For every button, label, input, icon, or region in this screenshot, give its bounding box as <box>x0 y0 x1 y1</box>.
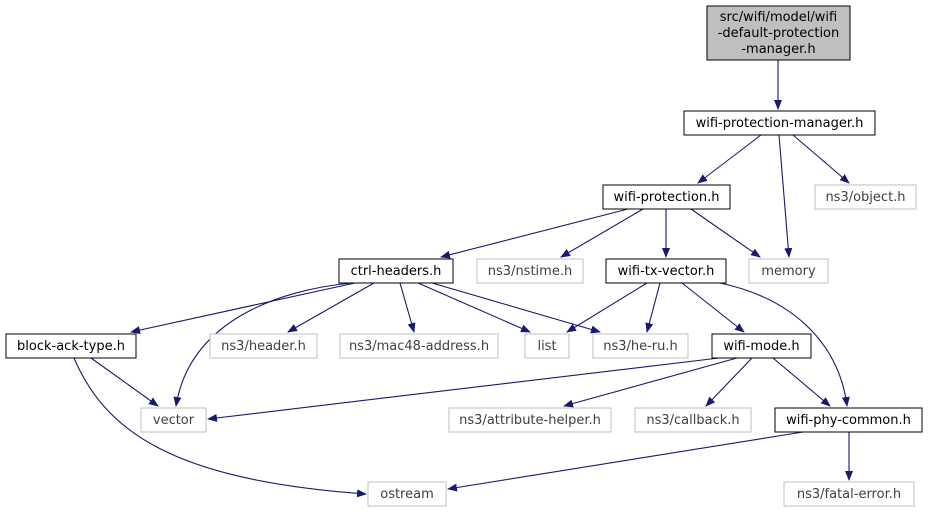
node-nstime: ns3/nstime.h <box>476 258 584 284</box>
node-box <box>367 481 447 507</box>
node-root[interactable]: src/wifi/model/wifi-default-protection-m… <box>706 5 851 61</box>
edge-wpm-to-memory <box>778 134 793 258</box>
node-box <box>634 407 752 433</box>
edge-txvec-to-heru <box>645 282 661 333</box>
node-label: wifi-phy-common.h <box>786 413 911 428</box>
node-label: src/wifi/model/wifi <box>720 10 837 25</box>
node-label: wifi-mode.h <box>723 339 799 354</box>
node-label: ns3/nstime.h <box>488 264 572 279</box>
node-wp[interactable]: wifi-protection.h <box>602 184 731 210</box>
edge-wp-to-memory <box>690 208 761 258</box>
node-box <box>339 333 499 359</box>
node-label: ns3/header.h <box>221 339 306 354</box>
node-box <box>209 333 318 359</box>
node-label: ns3/object.h <box>825 190 905 205</box>
edge-txvec-to-mode <box>681 282 745 333</box>
node-label: -manager.h <box>741 42 815 57</box>
node-mac48: ns3/mac48-address.h <box>339 333 499 359</box>
edge-mode-to-attr <box>563 357 738 408</box>
node-label: ns3/attribute-helper.h <box>459 413 601 428</box>
node-label: ns3/he-ru.h <box>603 339 678 354</box>
node-heru: ns3/he-ru.h <box>592 333 689 359</box>
dependency-nodes: src/wifi/model/wifi-default-protection-m… <box>5 5 923 507</box>
node-object: ns3/object.h <box>814 184 917 210</box>
edge-ctrl-to-vector <box>173 282 352 407</box>
node-txvec[interactable]: wifi-tx-vector.h <box>605 258 727 284</box>
edge-ctrl-to-list <box>417 282 531 333</box>
node-ostream: ostream <box>367 481 447 507</box>
node-box <box>683 110 876 136</box>
node-box <box>602 184 731 210</box>
node-box <box>592 333 689 359</box>
node-label: wifi-protection.h <box>614 190 720 205</box>
node-box <box>774 407 923 433</box>
node-box <box>605 258 727 284</box>
node-label: wifi-protection-manager.h <box>696 116 864 131</box>
node-box <box>711 333 812 359</box>
edge-ctrl-to-bat <box>130 282 356 334</box>
edge-ctrl-to-mac48 <box>399 282 416 333</box>
node-box <box>706 5 851 61</box>
node-label: wifi-tx-vector.h <box>618 264 715 279</box>
node-box <box>814 184 917 210</box>
node-label: ns3/callback.h <box>646 413 739 428</box>
node-ctrl[interactable]: ctrl-headers.h <box>338 258 454 284</box>
dependency-edges <box>73 60 853 498</box>
edge-ctrl-to-header <box>287 282 375 333</box>
node-bat[interactable]: block-ack-type.h <box>5 333 137 359</box>
node-memory: memory <box>748 258 829 284</box>
node-box <box>140 407 207 433</box>
node-attr: ns3/attribute-helper.h <box>448 407 612 433</box>
node-box <box>5 333 137 359</box>
node-label: -default-protection <box>718 26 840 41</box>
edge-wp-to-nstime <box>560 208 644 258</box>
node-label: memory <box>761 264 816 279</box>
node-label: ns3/mac48-address.h <box>349 339 489 354</box>
edge-bat-to-ostream <box>73 357 367 498</box>
edge-wpm-to-wp <box>697 134 762 184</box>
node-box <box>524 333 570 359</box>
node-fatal: ns3/fatal-error.h <box>783 481 915 507</box>
edge-phyc-to-ostream <box>447 431 804 492</box>
edge-mode-to-callback <box>705 357 753 407</box>
node-phyc[interactable]: wifi-phy-common.h <box>774 407 923 433</box>
node-vector: vector <box>140 407 207 433</box>
node-box <box>476 258 584 284</box>
edge-bat-to-vector <box>90 357 159 407</box>
node-label: ctrl-headers.h <box>351 264 442 279</box>
node-box <box>783 481 915 507</box>
node-label: block-ack-type.h <box>17 339 125 354</box>
node-box <box>748 258 829 284</box>
edge-wpm-to-object <box>792 134 850 184</box>
edge-ctrl-to-heru <box>431 282 601 334</box>
node-label: ostream <box>380 487 434 502</box>
edge-mode-to-phyc <box>772 357 831 407</box>
node-header: ns3/header.h <box>209 333 318 359</box>
node-box <box>338 258 454 284</box>
node-wpm[interactable]: wifi-protection-manager.h <box>683 110 876 136</box>
edge-wp-to-ctrl <box>440 208 629 259</box>
node-box <box>448 407 612 433</box>
node-callback: ns3/callback.h <box>634 407 752 433</box>
node-mode[interactable]: wifi-mode.h <box>711 333 812 359</box>
node-label: ns3/fatal-error.h <box>797 487 901 502</box>
edge-txvec-to-list <box>566 282 648 333</box>
edge-txvec-to-phyc <box>719 282 850 407</box>
node-label: vector <box>153 413 195 428</box>
node-label: list <box>537 339 556 354</box>
node-list: list <box>524 333 570 359</box>
edge-mode-to-vector <box>207 357 720 422</box>
